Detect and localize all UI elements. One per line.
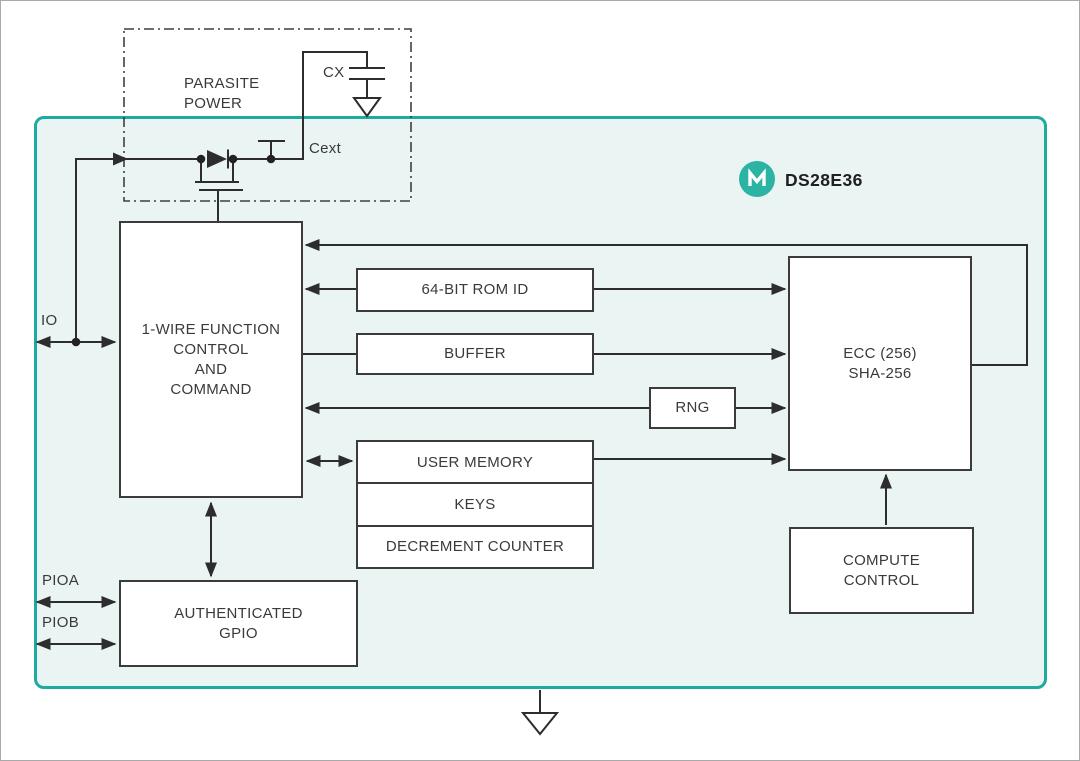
cext-label: Cext bbox=[309, 140, 342, 157]
block-1wire-function-control: 1-WIRE FUNCTION CONTROL AND COMMAND bbox=[119, 221, 303, 498]
cx-capacitor-icon bbox=[349, 67, 385, 98]
maxim-logo-icon bbox=[738, 160, 776, 198]
pioa-pin-label: PIOA bbox=[42, 572, 80, 589]
block-ecc-sha: ECC (256) SHA-256 bbox=[788, 256, 972, 471]
block-64bit-rom-id: 64-BIT ROM ID bbox=[356, 268, 594, 312]
io-pin-label: IO bbox=[41, 312, 58, 329]
block-decrement-counter: DECREMENT COUNTER bbox=[358, 524, 592, 567]
piob-pin-label: PIOB bbox=[42, 614, 80, 631]
block-authenticated-gpio: AUTHENTICATED GPIO bbox=[119, 580, 358, 667]
block-compute-control: COMPUTE CONTROL bbox=[789, 527, 974, 614]
ground-icon-top bbox=[352, 97, 382, 118]
ground-icon-bottom bbox=[520, 712, 560, 736]
block-buffer: BUFFER bbox=[356, 333, 594, 375]
block-keys: KEYS bbox=[358, 482, 592, 524]
parasite-power-label: PARASITE POWER bbox=[184, 75, 260, 112]
cx-label: CX bbox=[323, 64, 345, 81]
block-rng: RNG bbox=[649, 387, 736, 429]
block-memory-stack: USER MEMORY KEYS DECREMENT COUNTER bbox=[356, 440, 594, 569]
device-name: DS28E36 bbox=[785, 170, 863, 190]
block-user-memory: USER MEMORY bbox=[416, 453, 534, 471]
